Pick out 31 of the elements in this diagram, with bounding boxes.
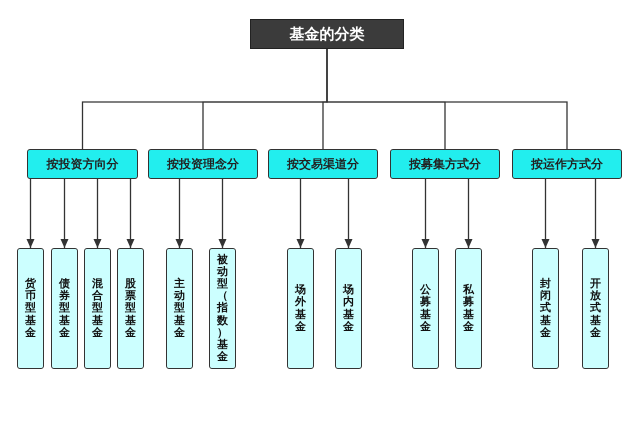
fund-type-box: 开放式基金 — [582, 248, 609, 369]
arrow — [60, 179, 68, 248]
arrow — [176, 179, 184, 248]
fund-type-box: 场外基金 — [287, 248, 314, 369]
category-box: 按募集方式分 — [390, 149, 500, 179]
fund-type-box: 公募基金 — [412, 248, 439, 369]
fund-type-box: 债券型基金 — [51, 248, 78, 369]
arrow — [422, 179, 430, 248]
arrow — [464, 179, 472, 248]
arrow — [542, 179, 550, 248]
fund-type-box: 股票型基金 — [117, 248, 144, 369]
arrow — [344, 179, 352, 248]
arrow — [218, 179, 226, 248]
fund-type-box: 主动型基金 — [166, 248, 193, 369]
arrow — [94, 179, 102, 248]
fund-type-box: 私募基金 — [455, 248, 482, 369]
category-box: 按投资方向分 — [27, 149, 138, 179]
fund-type-box: 货币型基金 — [17, 248, 44, 369]
arrow — [592, 179, 600, 248]
category-box: 按交易渠道分 — [268, 149, 378, 179]
fund-type-box: 场内基金 — [335, 248, 362, 369]
category-box: 按投资理念分 — [148, 149, 258, 179]
arrow — [296, 179, 304, 248]
fund-type-box: 封闭式基金 — [532, 248, 559, 369]
arrow — [126, 179, 134, 248]
title-box: 基金的分类 — [250, 19, 404, 49]
fund-type-box: 混合型基金 — [84, 248, 111, 369]
connector-line — [326, 49, 568, 149]
arrow — [26, 179, 34, 248]
fund-type-box: 被动型（指数）基金 — [209, 248, 236, 369]
category-box: 按运作方式分 — [512, 149, 622, 179]
